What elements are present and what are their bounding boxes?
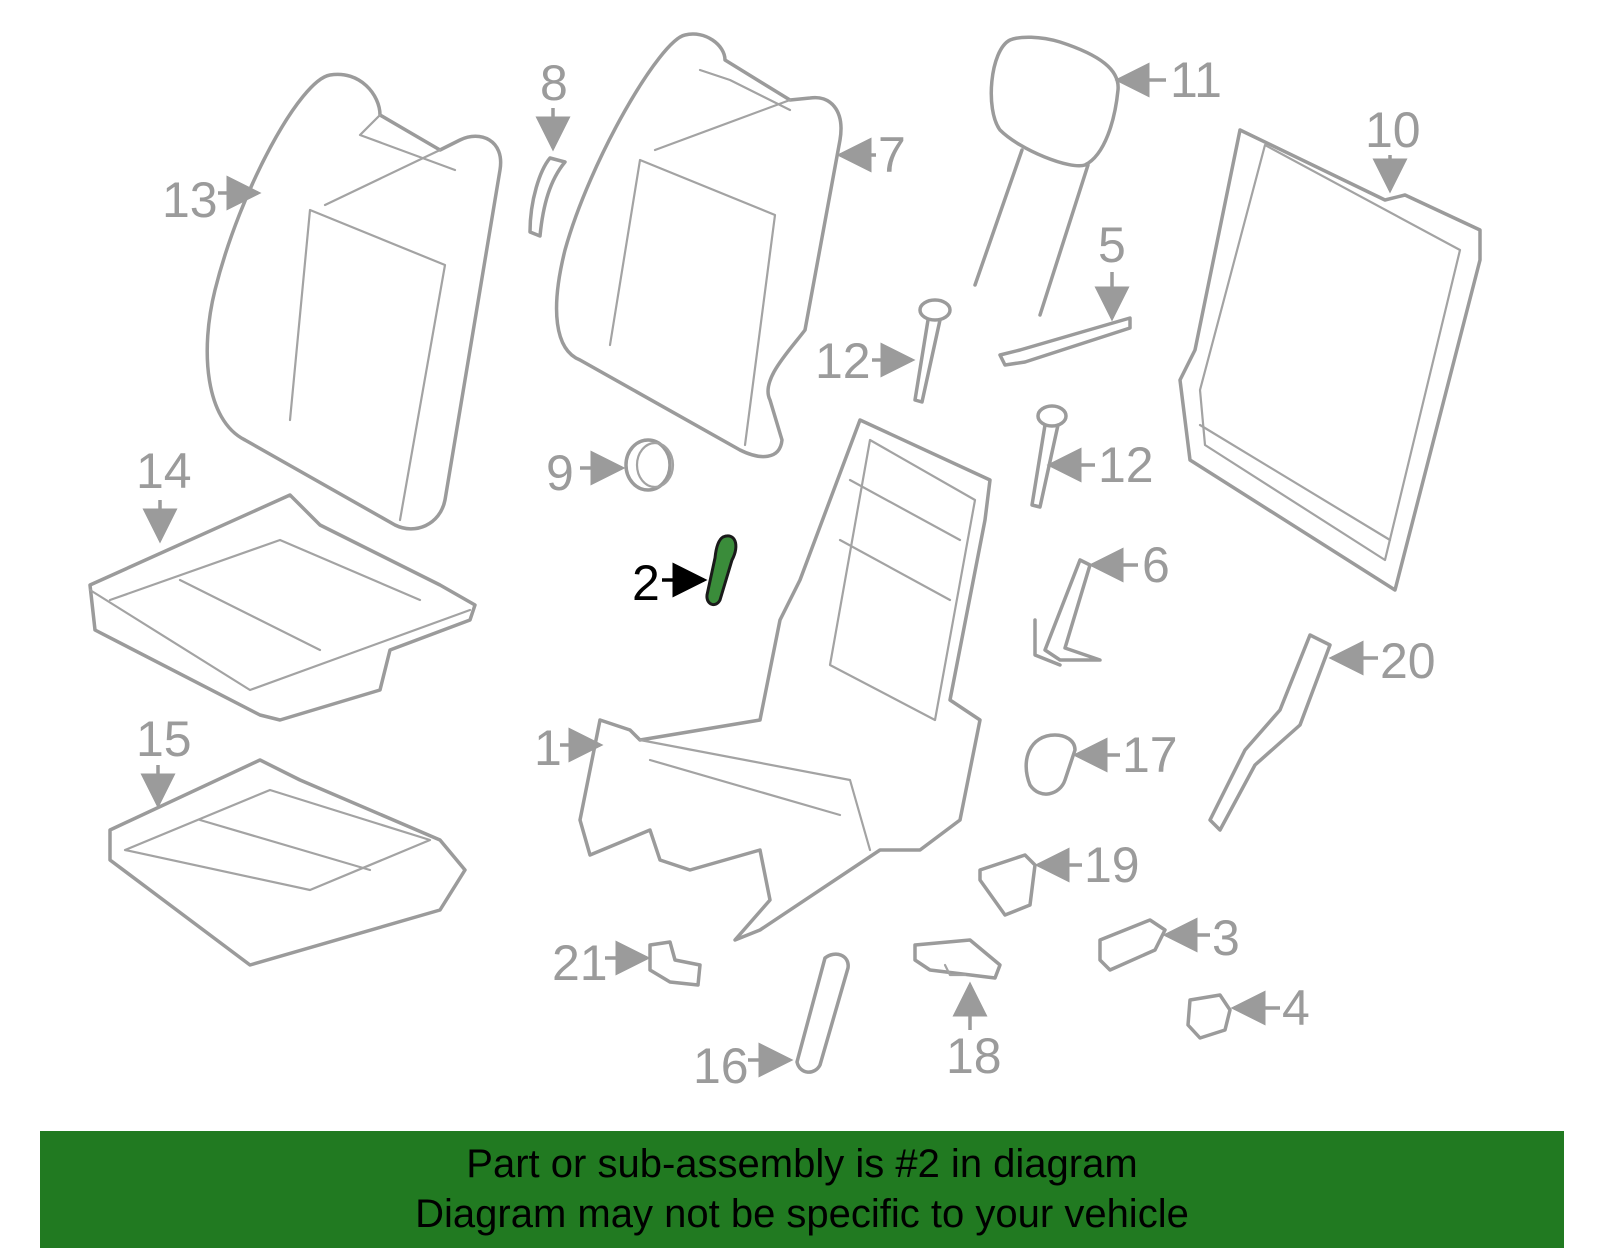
callout-12a: 12 [815,333,871,389]
part-20-side-trim[interactable] [1208,633,1332,832]
part-5-bracket[interactable] [998,316,1132,367]
callout-12b: 12 [1098,437,1154,493]
callout-21: 21 [552,935,608,991]
callout-16: 16 [693,1038,749,1094]
callout-14: 14 [136,443,192,499]
part-8-trim-clip[interactable] [528,156,567,238]
part-14-seat-cushion-cover[interactable] [88,493,477,722]
callout-5: 5 [1098,217,1126,273]
part-16-trim-strip[interactable] [795,952,850,1074]
callout-2: 2 [632,555,660,611]
part-2-highlighted[interactable] [705,534,738,607]
part-15-seat-cushion-pad[interactable] [108,758,467,967]
callout-15: 15 [136,711,192,767]
part-13-seat-back-cover[interactable] [205,72,503,531]
part-17-cap[interactable] [1024,733,1077,796]
callouts: 8 13 7 11 10 5 12 12 9 14 2 6 20 15 1 17 [136,52,1436,1094]
part-10-back-panel[interactable] [1178,128,1482,592]
callout-19: 19 [1084,837,1140,893]
callout-1: 1 [534,720,562,776]
callout-13: 13 [162,172,218,228]
callout-17: 17 [1122,727,1178,783]
banner-line-1: Part or sub-assembly is #2 in diagram [466,1142,1138,1186]
callout-7: 7 [878,127,906,183]
part-21-clip[interactable] [648,940,702,987]
callout-9: 9 [546,445,574,501]
callout-10: 10 [1365,102,1421,158]
part-7-seat-back-pad[interactable] [554,32,843,459]
callout-4: 4 [1282,980,1310,1036]
part-19-cover[interactable] [978,853,1037,917]
part-6-lever[interactable] [1033,558,1102,667]
part-4-clip[interactable] [1186,993,1232,1040]
banner-line-2: Diagram may not be specific to your vehi… [415,1192,1189,1236]
callout-6: 6 [1142,537,1170,593]
part-3-handle[interactable] [1098,918,1167,972]
callout-20: 20 [1380,633,1436,689]
part-12-headrest-guide-lower[interactable] [1030,404,1068,509]
part-18-cover[interactable] [913,938,1002,980]
part-11-headrest[interactable] [973,35,1120,317]
part-9-cap[interactable] [624,438,675,492]
callout-11: 11 [1170,52,1222,108]
part-12-headrest-guide-upper[interactable] [913,298,952,404]
part-1-seat-frame[interactable] [578,418,992,942]
callout-3: 3 [1212,910,1240,966]
info-banner: Part or sub-assembly is #2 in diagram Di… [40,1131,1564,1248]
callout-18: 18 [946,1028,1002,1084]
callout-8: 8 [540,55,568,111]
